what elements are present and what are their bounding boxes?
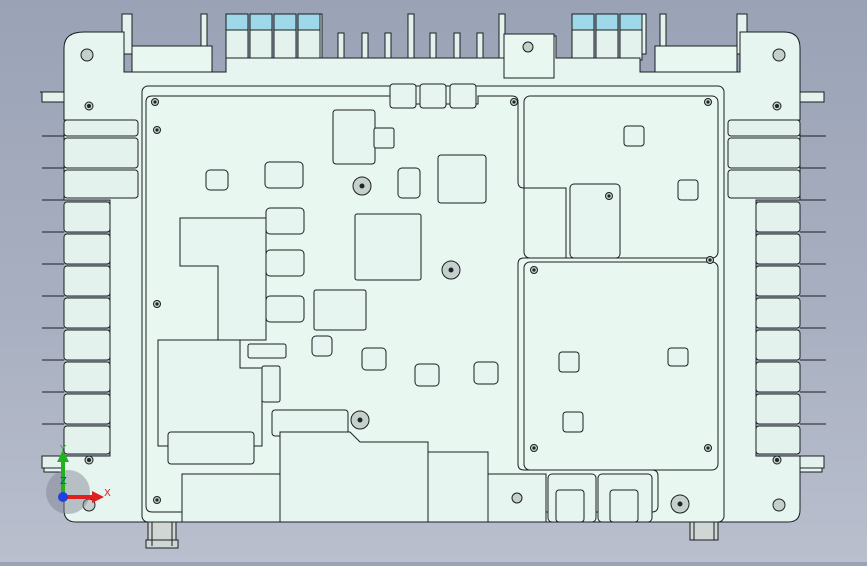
y-arrow <box>57 450 69 462</box>
bosses <box>350 176 690 514</box>
top-gaskets <box>225 13 643 61</box>
left-fins <box>40 91 139 469</box>
z-label: Z <box>60 476 67 487</box>
y-label: Y <box>59 444 67 455</box>
components <box>157 109 653 523</box>
mount-hole-tr <box>772 48 786 62</box>
coordinate-triad: Y X Z <box>46 444 111 514</box>
pocket-rb <box>523 261 719 471</box>
mount-hole-tl <box>80 48 94 62</box>
top-tab <box>503 33 555 79</box>
right-fins <box>727 91 826 469</box>
z-axis <box>58 492 68 502</box>
pocket-rt <box>523 95 719 259</box>
screws <box>84 101 782 465</box>
pocket-left <box>145 95 659 513</box>
x-arrow <box>92 491 104 503</box>
x-label: X <box>104 488 111 499</box>
plate-screws <box>151 98 714 504</box>
bottom-connectors <box>145 521 719 549</box>
top-fins <box>121 13 748 59</box>
mount-hole-br <box>772 498 786 512</box>
